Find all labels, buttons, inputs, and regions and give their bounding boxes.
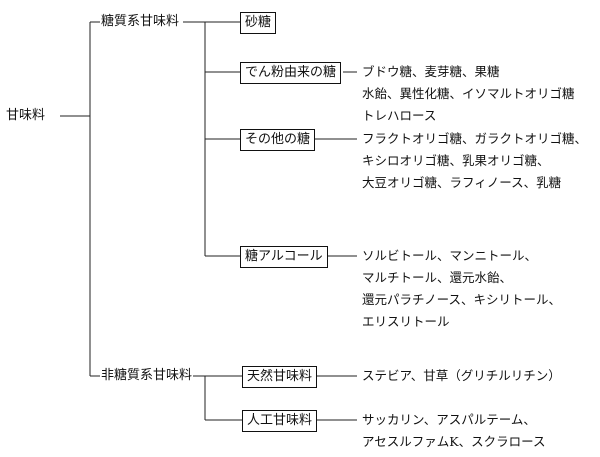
- node-starch-derived: でん粉由来の糖: [240, 62, 342, 84]
- desc-natural: ステビア、甘草（グリチルリチン）: [362, 365, 561, 387]
- desc-line: マルチトール、還元水飴、: [362, 270, 513, 285]
- category-nonsugar-label: 非糖質系甘味料: [101, 368, 193, 383]
- desc-line: フラクトオリゴ糖、ガラクトオリゴ糖、: [362, 131, 588, 146]
- desc-line: サッカリン、アスパルテーム、: [362, 412, 536, 427]
- desc-line: 還元パラチノース、キシリトール、: [362, 292, 562, 307]
- node-sugar-alcohol: 糖アルコール: [240, 246, 328, 268]
- desc-artificial: サッカリン、アスパルテーム、 アセスルファムK、スクラロース: [362, 409, 545, 453]
- desc-starch-derived: ブドウ糖、麦芽糖、果糖 水飴、異性化糖、イソマルトオリゴ糖 トレハロース: [362, 61, 575, 127]
- desc-line: ブドウ糖、麦芽糖、果糖: [362, 64, 500, 79]
- node-artificial: 人工甘味料: [242, 410, 318, 432]
- desc-line: ソルビトール、マンニトール、: [362, 248, 538, 263]
- root-label: 甘味料: [6, 108, 46, 123]
- node-sunato: 砂糖: [240, 12, 277, 34]
- desc-line: ステビア、甘草（グリチルリチン）: [362, 368, 561, 383]
- desc-line: 大豆オリゴ糖、ラフィノース、乳糖: [362, 175, 562, 190]
- desc-other-sugars: フラクトオリゴ糖、ガラクトオリゴ糖、 キシロオリゴ糖、乳果オリゴ糖、 大豆オリゴ…: [362, 128, 587, 194]
- desc-line: キシロオリゴ糖、乳果オリゴ糖、: [362, 153, 550, 168]
- desc-line: アセスルファムK、スクラロース: [362, 434, 546, 449]
- desc-line: 水飴、異性化糖、イソマルトオリゴ糖: [362, 86, 575, 101]
- desc-line: トレハロース: [362, 108, 437, 123]
- node-natural: 天然甘味料: [242, 366, 318, 388]
- node-other-sugars: その他の糖: [240, 129, 316, 151]
- desc-sugar-alcohol: ソルビトール、マンニトール、 マルチトール、還元水飴、 還元パラチノース、キシリ…: [362, 245, 561, 333]
- desc-line: エリスリトール: [362, 314, 450, 329]
- category-sugar-label: 糖質系甘味料: [101, 14, 180, 29]
